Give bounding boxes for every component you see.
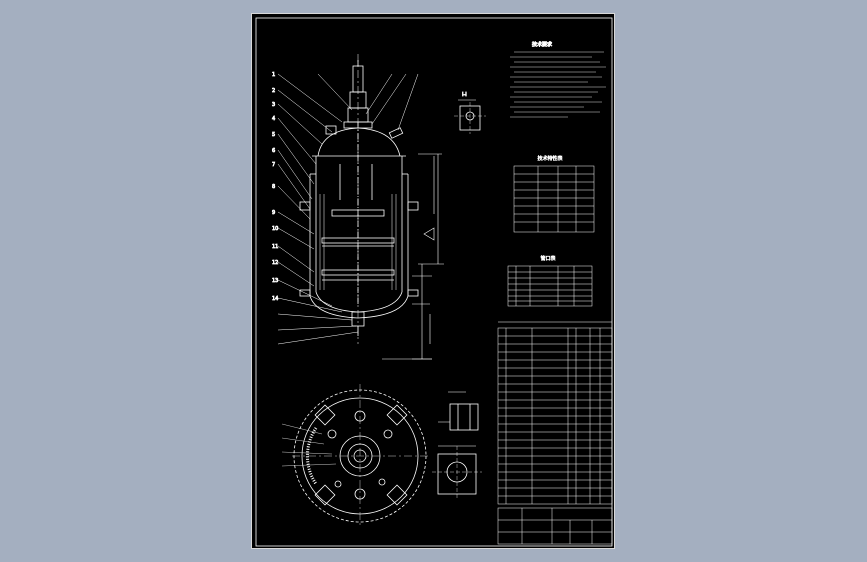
section-label: I-I	[462, 92, 467, 98]
section-detail-top: I-I	[454, 92, 486, 134]
plan-view	[281, 384, 428, 528]
balloon-labels: 1 2 3 4 5 6 7 8 9 10 11 12 13 14	[272, 72, 279, 303]
parts-list	[497, 321, 613, 505]
support-detail	[432, 391, 482, 500]
drawing-sheet: 1 2 3 4 5 6 7 8 9 10 11 12 13 14 I-I	[251, 13, 615, 549]
technical-notes: 技术要求	[510, 41, 606, 118]
vessel-elevation	[299, 54, 419, 344]
balloon-8: 8	[272, 184, 275, 190]
notes-title: 技术要求	[532, 41, 552, 48]
leader-lines-left	[277, 73, 419, 345]
reactor-drawing: 1 2 3 4 5 6 7 8 9 10 11 12 13 14 I-I	[255, 17, 613, 547]
balloon-2: 2	[272, 88, 275, 94]
balloon-4: 4	[272, 116, 275, 122]
nozzle-table: 管口表	[507, 255, 593, 307]
drawing-frame	[255, 17, 613, 547]
balloon-10: 10	[272, 226, 278, 232]
balloon-11: 11	[272, 244, 278, 250]
characteristics-title: 技术特性表	[537, 155, 562, 162]
balloon-5: 5	[272, 132, 275, 138]
balloon-3: 3	[272, 102, 275, 108]
balloon-14: 14	[272, 296, 278, 302]
balloon-13: 13	[272, 278, 278, 284]
characteristics-table: 技术特性表	[513, 155, 595, 233]
balloon-9: 9	[272, 210, 275, 216]
dimensions-right	[382, 153, 444, 360]
title-block	[497, 507, 613, 545]
balloon-1: 1	[272, 72, 275, 78]
balloon-6: 6	[272, 148, 275, 154]
nozzle-table-title: 管口表	[540, 255, 555, 262]
balloon-12: 12	[272, 260, 278, 266]
balloon-7: 7	[272, 162, 275, 168]
